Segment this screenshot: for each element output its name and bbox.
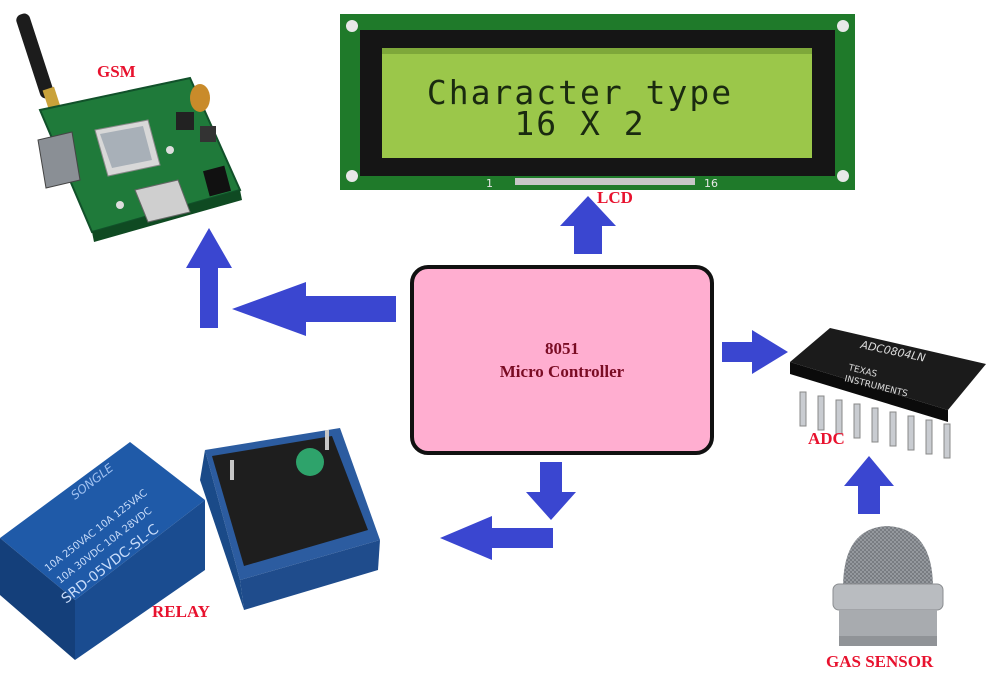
lcd-text-line2: 16 X 2 [514, 104, 645, 143]
gsm-label: GSM [97, 62, 136, 81]
adc-label: ADC [808, 429, 845, 448]
arrow-mcu-to-adc [722, 330, 788, 374]
arrow-to-gsm-up [186, 228, 232, 328]
microcontroller-block: 8051 Micro Controller [410, 265, 714, 455]
gsm-module-image [16, 13, 242, 242]
lcd-label: LCD [597, 188, 633, 207]
relay-image: SONGLE 10A 250VAC 10A 125VAC 10A 30VDC 1… [0, 428, 380, 660]
mcu-title: 8051 [545, 339, 579, 358]
arrow-mcu-to-gsm-left [232, 282, 396, 336]
lcd-module-image: Character type 16 X 2 1 16 [340, 14, 855, 190]
gas-sensor-label: GAS SENSOR [826, 652, 934, 671]
lcd-text-line1: Character type [427, 73, 733, 112]
arrow-to-relay-left [440, 516, 553, 560]
relay-label: RELAY [152, 602, 210, 621]
mcu-subtitle: Micro Controller [499, 362, 625, 381]
lcd-pin-last: 16 [704, 177, 718, 190]
adc-chip-image: ADC0804LN TEXAS INSTRUMENTS [790, 328, 986, 459]
arrow-mcu-to-lcd [560, 196, 616, 254]
arrow-mcu-to-relay-down [526, 462, 576, 520]
arrow-sensor-to-adc [844, 456, 894, 514]
lcd-pin-first: 1 [486, 177, 493, 190]
gas-sensor-image [832, 526, 944, 646]
